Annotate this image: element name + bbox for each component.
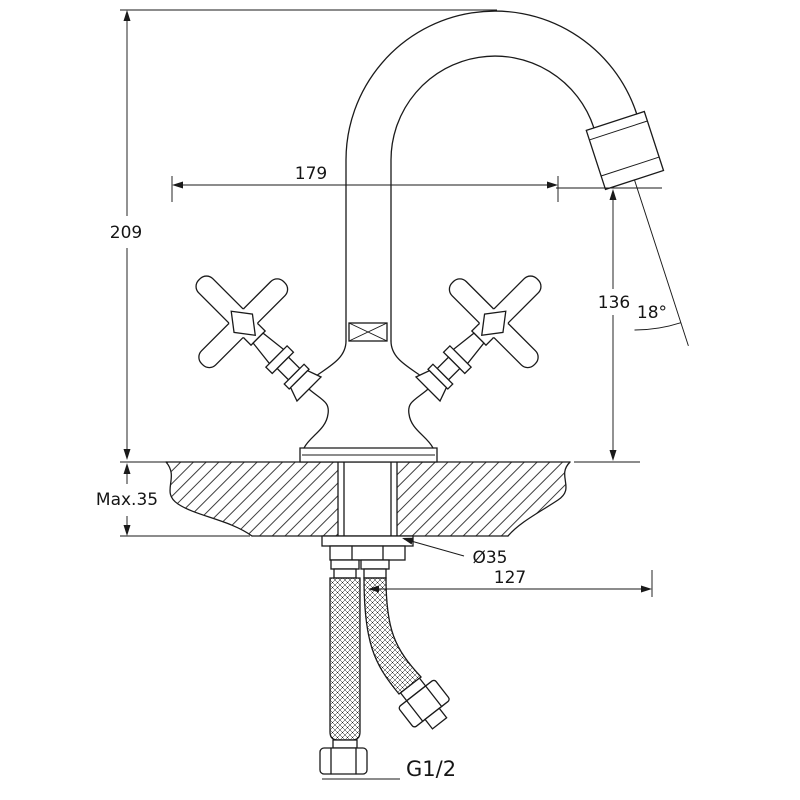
arrow-up-icon (609, 189, 617, 200)
arrow-up-icon (123, 463, 131, 474)
arrow-left-icon (172, 181, 183, 189)
arrow-right-icon (641, 585, 652, 593)
hose-fitting-right (398, 677, 450, 730)
hose-nipple-right-2 (363, 568, 387, 579)
spout (345, 10, 665, 342)
hose-nipple-left-2 (333, 568, 357, 579)
countertop-section (165, 461, 571, 537)
angle-arc (634, 322, 682, 331)
aerator-ring-line (600, 156, 660, 177)
braided-hose-right (363, 577, 422, 695)
braided-hose-left (329, 577, 361, 741)
dimensions: 209 179 136 18° Max.35 Ø35 (96, 9, 689, 781)
spout-joint-cross (348, 322, 388, 342)
leader-hole-diameter (403, 538, 465, 557)
deck-hatch-left (166, 462, 338, 536)
arrow-down-icon (123, 525, 131, 536)
hose-nipple-right (360, 559, 390, 570)
aerator-ring-line (589, 120, 648, 141)
supply-hoses (319, 577, 450, 775)
spout-axis-line (634, 179, 689, 347)
faucet-body (299, 340, 438, 463)
deck-break-left (165, 461, 253, 537)
spout-inner-wall (390, 55, 595, 342)
arrow-up-icon (123, 10, 131, 21)
mounting-washer (321, 535, 414, 547)
aerator (585, 110, 665, 191)
hose-nut-left (319, 747, 368, 775)
mounting-nut (329, 545, 406, 561)
handle-bonnet (289, 369, 323, 403)
arrow-down-icon (123, 449, 131, 460)
body-contour-left (303, 340, 347, 449)
arrow-left-icon (368, 585, 379, 593)
hose-nipple-left (330, 559, 360, 570)
arrow-leader-icon (402, 537, 414, 545)
dim-hole-diameter-label: Ø35 (472, 548, 507, 568)
hose-ferrule-left (332, 739, 358, 749)
dim-spout-angle-label: 18° (637, 303, 667, 323)
body-contour-right (390, 340, 434, 449)
dim-spout-height-label: 136 (598, 293, 630, 313)
arrow-down-icon (609, 450, 617, 461)
hose-nut-right-facet (424, 685, 443, 708)
deck-hatch-right (397, 462, 570, 536)
handle-center-cap (230, 310, 257, 337)
arrow-right-icon (547, 181, 558, 189)
handle-right (386, 237, 580, 431)
dim-spout-reach-label: 127 (494, 568, 526, 588)
hose-nut-right-facet (406, 700, 424, 722)
hose-thread-end (424, 707, 448, 730)
dim-deck-thickness-label: Max.35 (96, 490, 158, 510)
dim-thread-size-label: G1/2 (406, 757, 456, 781)
mounting-hardware (321, 461, 414, 579)
dim-overall-width-label: 179 (295, 164, 327, 184)
deck-break-right (507, 461, 571, 537)
dim-overall-height-label: 209 (110, 223, 142, 243)
handle-left (195, 275, 323, 403)
spout-outer-wall (345, 10, 638, 342)
